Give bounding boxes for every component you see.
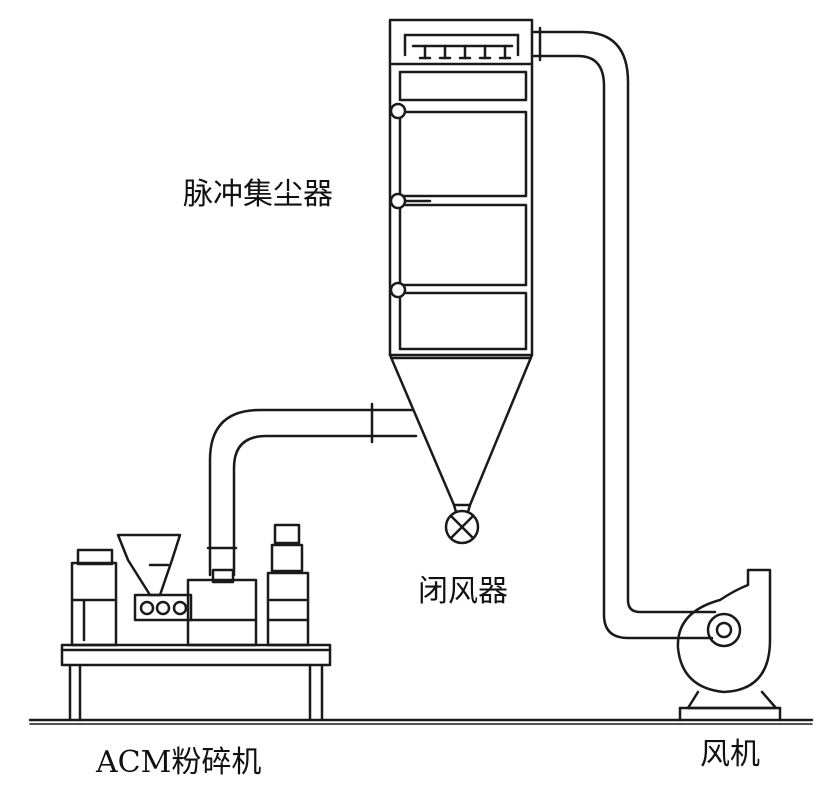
- acm-mill-label: ACM粉碎机: [96, 745, 262, 780]
- rotary-airlock: [444, 503, 480, 545]
- pulse-collector-label: 脉冲集尘器: [183, 177, 333, 212]
- airlock-label: 闭风器: [418, 574, 508, 609]
- inlet-duct: [206, 402, 418, 577]
- centrifugal-fan: [676, 568, 782, 722]
- pulse-dust-collector: [388, 18, 534, 507]
- pulse-nozzles: [418, 44, 512, 60]
- ground-line: [28, 718, 814, 725]
- outlet-duct: [530, 26, 717, 640]
- filter-panels: [398, 70, 528, 351]
- acm-mill: [60, 523, 332, 722]
- fan-label: 风机: [700, 737, 760, 772]
- inspection-ports: [389, 102, 407, 299]
